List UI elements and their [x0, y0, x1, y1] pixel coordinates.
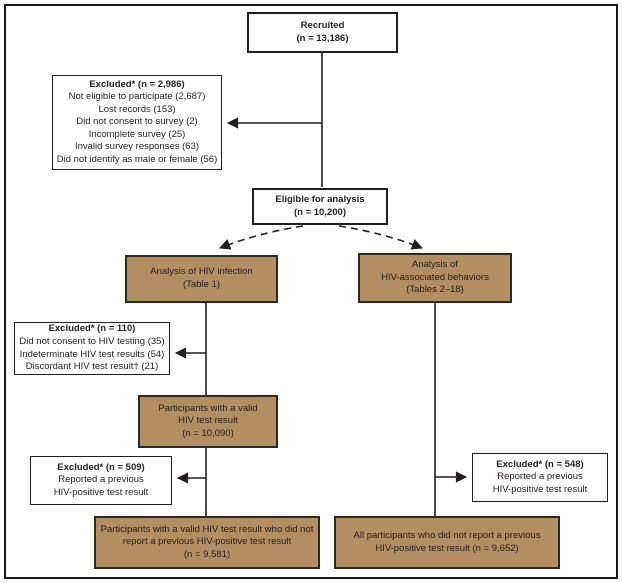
valid-no-previous-line: Participants with a valid HIV test resul…: [100, 523, 314, 535]
excluded-previous-positive-left-box: Excluded* (n = 509) Reported a previous …: [30, 456, 172, 505]
analysis-infection-line: Analysis of HIV infection: [150, 266, 253, 278]
excluded-previous-positive-right-box: Excluded* (n = 548) Reported a previous …: [472, 453, 608, 502]
analysis-behaviors-line: (Tables 2–18): [406, 284, 464, 296]
dashed-arrow-to-analysis-behaviors: [338, 225, 424, 250]
excluded-testing-item: Indeterminate HIV test results (54): [19, 348, 165, 360]
all-no-previous-line: All participants who did not report a pr…: [353, 529, 541, 541]
excluded-previous-right-item: Reported a previous: [497, 471, 583, 483]
diagram-outer-frame: [4, 4, 618, 579]
valid-result-line: Participants with a valid: [158, 402, 258, 414]
eligible-box: Eligible for analysis (n = 10,200): [252, 188, 388, 225]
valid-result-line: HIV test result: [178, 415, 238, 427]
excluded-previous-right-title: Excluded* (n = 548): [496, 458, 584, 470]
excluded-previous-right-item: HIV-positive test result: [492, 483, 588, 495]
dashed-arrow-to-analysis-infection: [218, 225, 304, 250]
excluded-previous-left-title: Excluded* (n = 509): [57, 461, 145, 473]
analysis-hiv-infection-box: Analysis of HIV infection (Table 1): [125, 255, 278, 303]
excluded-survey-item: Not eligible to participate (2,687): [68, 91, 206, 103]
excluded-hiv-testing-box: Excluded* (n = 110) Did not consent to H…: [14, 322, 170, 375]
eligible-title: Eligible for analysis: [275, 193, 365, 205]
valid-no-previous-line: report a previous HIV-positive test resu…: [122, 536, 292, 548]
analysis-hiv-behaviors-box: Analysis of HIV-associated behaviors (Ta…: [358, 253, 512, 303]
analysis-behaviors-line: Analysis of: [412, 259, 458, 271]
excluded-testing-item: Did not consent to HIV testing (35): [19, 335, 165, 347]
excluded-testing-item: Discordant HIV test result† (21): [25, 361, 159, 373]
excluded-survey-box: Excluded* (n = 2,986) Not eligible to pa…: [52, 75, 222, 170]
excluded-testing-title: Excluded* (n = 110): [48, 323, 136, 335]
recruited-title: Recruited: [300, 19, 345, 31]
analysis-infection-line: (Table 1): [183, 279, 220, 290]
valid-hiv-test-result-box: Participants with a valid HIV test resul…: [138, 395, 278, 448]
all-no-previous-line: HIV-positive test result (n = 9,652): [375, 542, 519, 554]
excluded-survey-item: Invalid survey responses (63): [74, 141, 200, 153]
excluded-survey-item: Did not consent to survey (2): [76, 116, 198, 128]
excluded-survey-item: Did not identify as male or female (56): [56, 153, 218, 165]
eligible-n: (n = 10,200): [293, 206, 346, 218]
valid-result-line: (n = 10,090): [182, 427, 234, 439]
valid-result-no-previous-box: Participants with a valid HIV test resul…: [94, 516, 320, 569]
excluded-previous-left-item: HIV-positive test result: [53, 486, 149, 498]
valid-no-previous-line: (n = 9,581): [183, 548, 231, 560]
recruited-box: Recruited (n = 13,186): [247, 12, 398, 53]
recruited-n: (n = 13,186): [296, 32, 349, 44]
excluded-survey-title: Excluded* (n = 2,986): [89, 78, 185, 90]
excluded-previous-left-item: Reported a previous: [58, 474, 144, 486]
excluded-survey-item: Incomplete survey (25): [88, 128, 186, 140]
excluded-survey-item: Lost records (153): [98, 103, 176, 115]
analysis-behaviors-line: HIV-associated behaviors: [381, 271, 489, 283]
all-participants-no-previous-box: All participants who did not report a pr…: [334, 516, 560, 569]
